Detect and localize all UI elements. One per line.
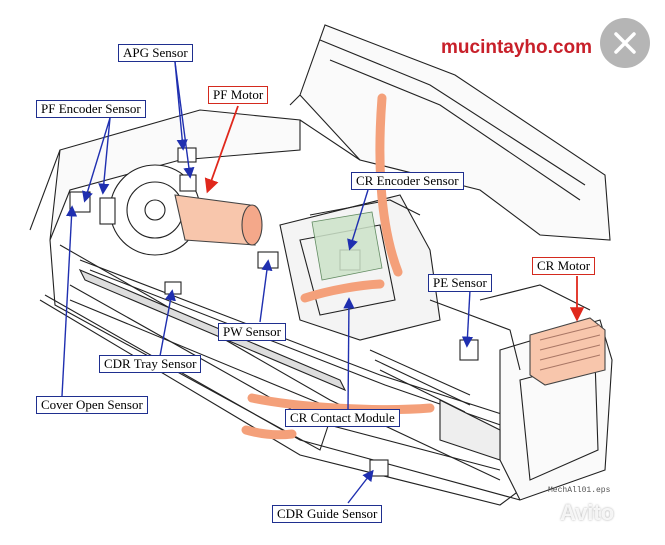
leader-pf-encoder-left	[82, 117, 111, 203]
leader-pf-encoder-sensor	[98, 117, 111, 195]
avito-badge: Avito	[560, 500, 615, 525]
label-pe-sensor: PE Sensor	[428, 274, 492, 292]
leader-cr-encoder-sensor	[347, 189, 369, 251]
leader-cdr-guide-sensor	[347, 469, 374, 504]
label-pf-encoder-sensor: PF Encoder Sensor	[36, 100, 146, 118]
leader-lines	[61, 61, 474, 504]
label-cdr-guide-sensor: CDR Guide Sensor	[272, 505, 383, 523]
close-button[interactable]	[600, 18, 650, 68]
label-cr-contact-module: CR Contact Module	[285, 409, 400, 427]
leader-pw-sensor	[259, 259, 273, 323]
arrow-pf-motor	[204, 105, 239, 194]
motor-arrows	[204, 105, 585, 322]
label-cover-open-sensor: Cover Open Sensor	[36, 396, 148, 414]
cr-encoder-module-highlight	[311, 211, 383, 281]
site-watermark: mucintayho.com	[441, 37, 592, 58]
label-apg-sensor: APG Sensor	[118, 44, 193, 62]
label-pf-motor: PF Motor	[208, 86, 269, 104]
label-cr-encoder-sensor: CR Encoder Sensor	[351, 172, 464, 190]
leader-cdr-tray-sensor	[159, 289, 176, 357]
leader-cr-contact-module	[343, 297, 355, 411]
label-pw-sensor: PW Sensor	[218, 323, 286, 341]
leader-pe-sensor	[461, 289, 474, 348]
label-cr-motor: CR Motor	[532, 257, 596, 275]
close-icon	[614, 32, 636, 54]
file-label: MechAll01.eps	[548, 486, 611, 495]
chassis-lineart	[29, 24, 613, 506]
label-cdr-tray-sensor: CDR Tray Sensor	[99, 355, 202, 373]
leader-apg-sensor-2	[174, 61, 195, 179]
leader-cover-open-sensor	[61, 205, 78, 397]
